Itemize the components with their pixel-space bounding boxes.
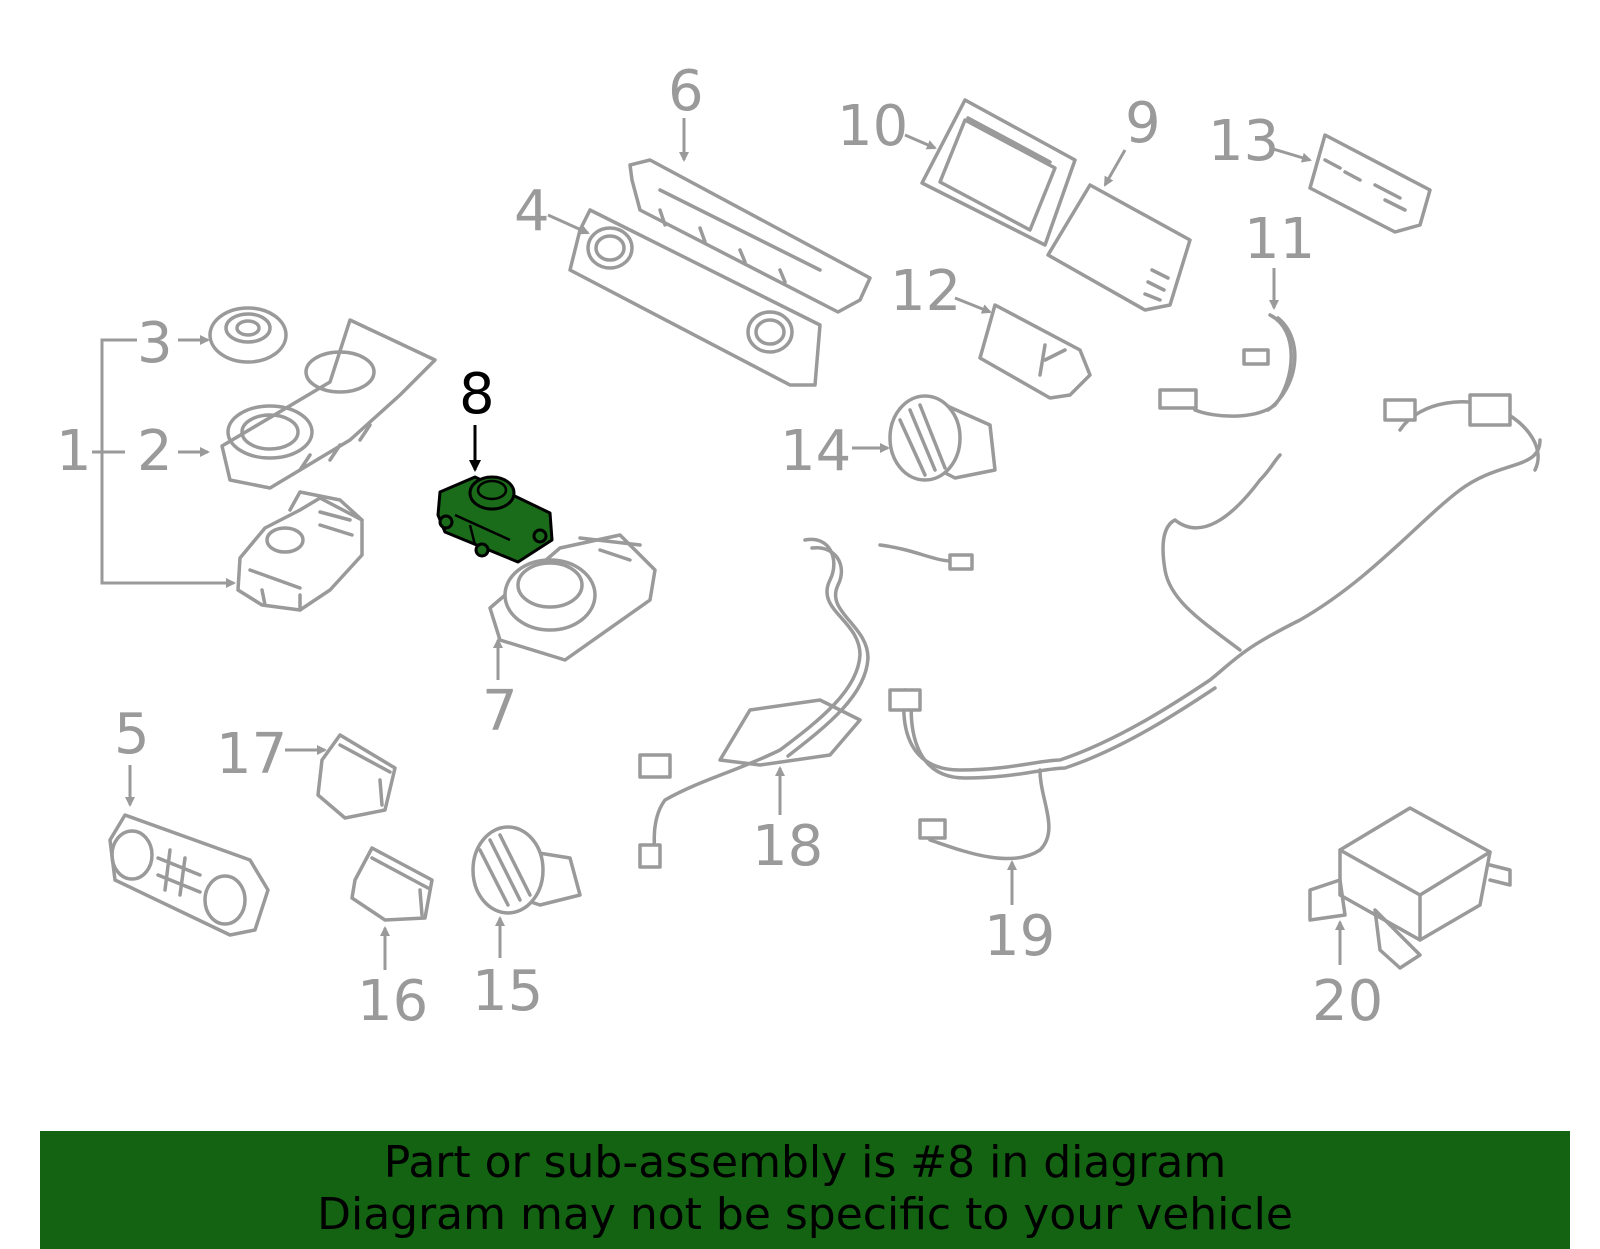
banner-line-1: Part or sub-assembly is #8 in diagram	[383, 1137, 1227, 1188]
part-1-shifter-base[interactable]	[236, 490, 364, 612]
callout-2[interactable]: 2	[137, 419, 173, 484]
part-20-airbag-module[interactable]	[1308, 806, 1512, 970]
callout-9[interactable]: 9	[1125, 91, 1161, 156]
callout-18[interactable]: 18	[752, 814, 823, 879]
part-16-button[interactable]	[350, 846, 434, 922]
callout-11[interactable]: 11	[1244, 207, 1315, 272]
part-7-controller-base[interactable]	[488, 533, 657, 662]
part-15-knob[interactable]	[471, 825, 582, 915]
callout-4[interactable]: 4	[514, 179, 550, 244]
callout-17[interactable]: 17	[216, 722, 287, 787]
banner-line-2: Diagram may not be specific to your vehi…	[317, 1189, 1293, 1240]
part-9-display-module[interactable]	[1046, 183, 1192, 312]
part-13-switch[interactable]	[1308, 133, 1432, 234]
callout-13[interactable]: 13	[1208, 109, 1279, 174]
callout-7[interactable]: 7	[482, 679, 518, 744]
part-10-display-frame[interactable]	[920, 98, 1077, 247]
callout-10[interactable]: 10	[837, 94, 908, 159]
callout-1[interactable]: 1	[56, 419, 92, 484]
part-14-knob[interactable]	[888, 394, 997, 482]
part-18-harness[interactable]	[638, 537, 974, 869]
part-1-bracket	[92, 338, 236, 588]
part-6-bracket[interactable]	[628, 158, 872, 314]
part-2-console-trim[interactable]	[220, 318, 437, 490]
callout-8[interactable]: 8	[459, 362, 495, 427]
callout-20[interactable]: 20	[1312, 969, 1383, 1034]
parts-diagram: 1 3 2 4 6	[56, 59, 1542, 1034]
callout-12[interactable]: 12	[890, 259, 961, 324]
callout-6[interactable]: 6	[668, 59, 704, 124]
callout-5[interactable]: 5	[114, 702, 150, 767]
part-17-button[interactable]	[316, 733, 397, 820]
callout-16[interactable]: 16	[357, 969, 428, 1034]
part-12-module[interactable]	[978, 303, 1092, 400]
info-banner: Part or sub-assembly is #8 in diagram Di…	[40, 1131, 1570, 1249]
part-11-harness[interactable]	[1158, 313, 1297, 418]
callout-14[interactable]: 14	[780, 419, 851, 484]
callout-19[interactable]: 19	[984, 904, 1055, 969]
part-3-cap[interactable]	[208, 306, 288, 364]
callout-15[interactable]: 15	[472, 959, 543, 1024]
part-4-vent-panel[interactable]	[568, 208, 822, 387]
callout-3[interactable]: 3	[137, 311, 173, 376]
part-5-climate-panel[interactable]	[108, 813, 270, 937]
part-19-harness[interactable]	[888, 393, 1542, 861]
part-8-controller-highlighted[interactable]	[436, 475, 554, 564]
